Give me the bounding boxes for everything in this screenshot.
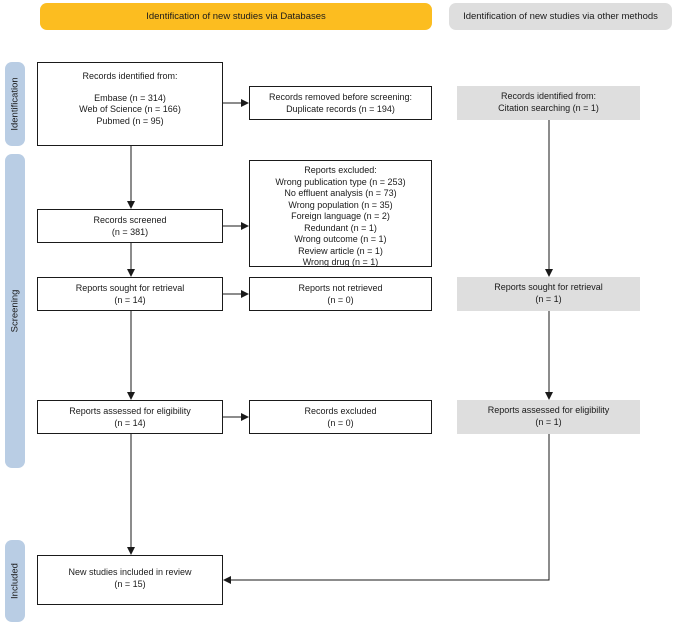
assessed-eligibility-box: Reports assessed for eligibility (n = 14…: [37, 400, 223, 434]
phase-included: Included: [5, 540, 25, 622]
assessed-eligibility-title: Reports assessed for eligibility: [69, 406, 191, 416]
databases-header: Identification of new studies via Databa…: [40, 3, 432, 30]
records-identified-wos: Web of Science (n = 166): [79, 104, 181, 114]
other-identified-title: Records identified from:: [500, 91, 597, 101]
excluded-review-article: Review article (n = 1): [298, 245, 383, 256]
not-retrieved-box: Reports not retrieved (n = 0): [249, 277, 432, 311]
excluded-foreign-language: Foreign language (n = 2): [291, 211, 390, 221]
phase-screening: Screening: [5, 154, 25, 468]
other-sought-box: Reports sought for retrieval (n = 1): [457, 277, 640, 311]
records-screened-count: (n = 381): [111, 226, 149, 237]
not-retrieved-count: (n = 0): [327, 294, 354, 305]
reports-excluded-box: Reports excluded: Wrong publication type…: [249, 160, 432, 267]
excluded-no-effluent-analysis: No effluent analysis (n = 73): [284, 188, 397, 198]
records-identified-box: Records identified from: Embase (n = 314…: [37, 62, 223, 146]
not-retrieved-title: Reports not retrieved: [298, 283, 383, 293]
arrow-other-assessed-to-included: [223, 434, 550, 584]
excluded-redundant: Redundant (n = 1): [304, 222, 377, 233]
other-identified-citation: Citation searching (n = 1): [498, 102, 599, 113]
other-assessed-count: (n = 1): [535, 416, 562, 427]
other-assessed-box: Reports assessed for eligibility (n = 1): [457, 400, 640, 434]
other-assessed-title: Reports assessed for eligibility: [487, 405, 610, 415]
records-identified-title: Records identified from:: [82, 71, 178, 81]
sought-retrieval-title: Reports sought for retrieval: [75, 283, 185, 293]
other-methods-header: Identification of new studies via other …: [449, 3, 672, 30]
included-title: New studies included in review: [68, 567, 192, 577]
records-removed-title: Records removed before screening:: [268, 92, 413, 102]
records-excluded-box: Records excluded (n = 0): [249, 400, 432, 434]
included-count: (n = 15): [114, 578, 146, 589]
records-screened-box: Records screened (n = 381): [37, 209, 223, 243]
excluded-wrong-population: Wrong population (n = 35): [288, 199, 393, 210]
other-methods-header-text: Identification of new studies via other …: [463, 11, 658, 22]
excluded-wrong-outcome: Wrong outcome (n = 1): [294, 234, 387, 244]
excluded-wrong-drug: Wrong drug (n = 1): [302, 257, 379, 267]
records-removed-box: Records removed before screening: Duplic…: [249, 86, 432, 120]
records-removed-duplicates: Duplicate records (n = 194): [286, 103, 395, 114]
databases-header-text: Identification of new studies via Databa…: [146, 11, 326, 22]
records-identified-pubmed: Pubmed (n = 95): [96, 115, 164, 126]
excluded-wrong-publication-type: Wrong publication type (n = 253): [275, 176, 406, 187]
assessed-eligibility-count: (n = 14): [114, 417, 146, 428]
other-sought-title: Reports sought for retrieval: [494, 282, 603, 292]
records-screened-title: Records screened: [93, 215, 167, 225]
other-identified-box: Records identified from: Citation search…: [457, 86, 640, 120]
reports-excluded-title: Reports excluded:: [304, 165, 377, 175]
records-excluded-title: Records excluded: [304, 406, 377, 416]
phase-identification: Identification: [5, 62, 25, 146]
included-box: New studies included in review (n = 15): [37, 555, 223, 605]
records-excluded-count: (n = 0): [327, 417, 354, 428]
records-identified-embase: Embase (n = 314): [94, 92, 166, 103]
sought-retrieval-count: (n = 14): [114, 294, 146, 305]
other-sought-count: (n = 1): [535, 293, 562, 304]
sought-retrieval-box: Reports sought for retrieval (n = 14): [37, 277, 223, 311]
